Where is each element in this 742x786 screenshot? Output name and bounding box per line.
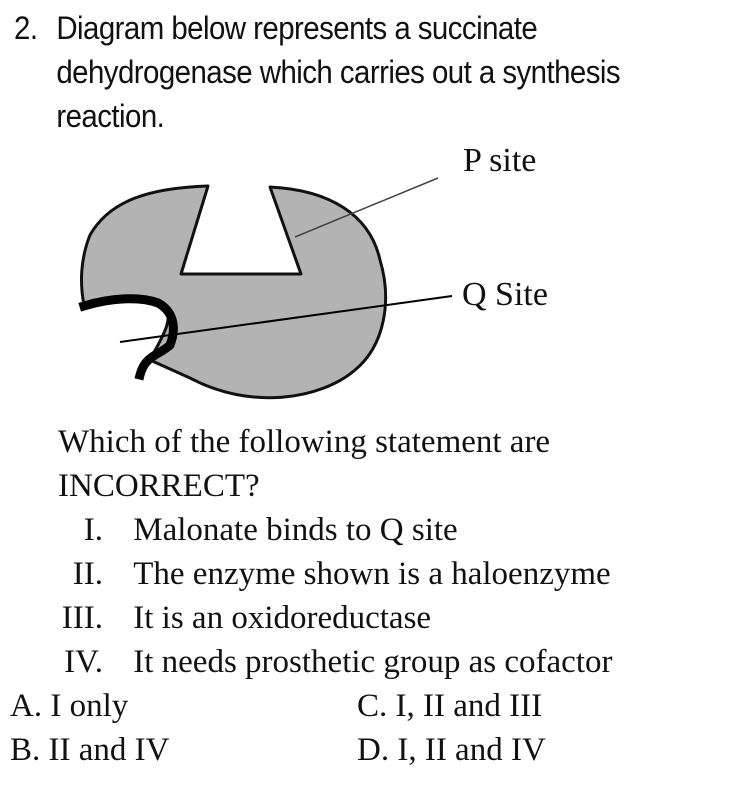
- option-c[interactable]: C. I, II and III: [357, 688, 543, 724]
- q-site-label: Q Site: [462, 276, 548, 313]
- option-d[interactable]: D. I, II and IV: [357, 732, 546, 768]
- option-a[interactable]: A. I only: [10, 688, 129, 724]
- enzyme-diagram: P site Q Site: [0, 140, 742, 420]
- question-stem: 2. Diagram below represents a succinate …: [14, 6, 676, 138]
- prompt-line-2: INCORRECT?: [58, 468, 260, 504]
- stem-line-2: dehydrogenase which carries out a synthe…: [56, 54, 621, 90]
- p-site-pointer-icon: [294, 177, 439, 238]
- statement-3: III. It is an oxidoreductase: [61, 600, 432, 636]
- statement-4: IV. It needs prosthetic group as cofacto…: [64, 644, 613, 680]
- enzyme-shape-icon: [78, 177, 453, 400]
- q-site-pointer-icon: [119, 295, 453, 343]
- question-number: 2.: [14, 10, 38, 46]
- prompt-line-1: Which of the following statement are: [58, 424, 551, 460]
- option-b[interactable]: B. II and IV: [10, 732, 170, 768]
- p-site-label: P site: [463, 142, 537, 179]
- stem-line-3: reaction.: [56, 98, 165, 134]
- statement-2: II. The enzyme shown is a haloenzyme: [72, 556, 611, 592]
- statement-1: I. Malonate binds to Q site: [83, 512, 458, 548]
- substrate-icon: [78, 294, 178, 381]
- question-prompt: Which of the following statement are INC…: [58, 420, 550, 508]
- stem-line-1: Diagram below represents a succinate: [56, 10, 538, 46]
